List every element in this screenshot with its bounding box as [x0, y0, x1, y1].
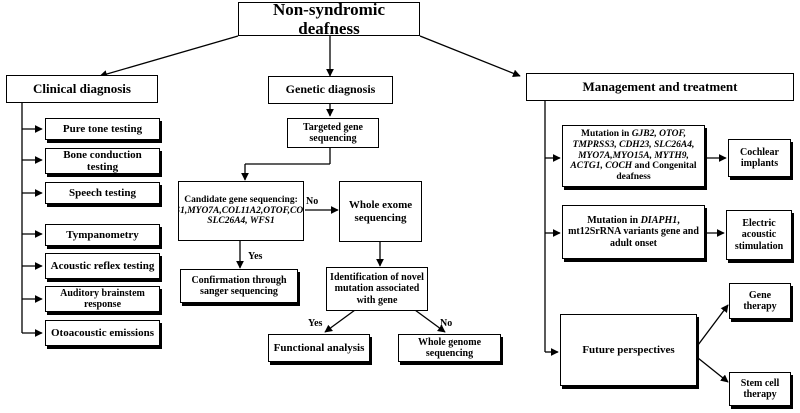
- test-otoacoustic: Otoacoustic emissions: [45, 320, 160, 346]
- mutation-group1-suffix: and Congenital deafness: [616, 161, 697, 182]
- cochlear-implants-box: Cochlear implants: [728, 139, 791, 177]
- genetic-diagnosis-box: Genetic diagnosis: [268, 76, 393, 104]
- cochlear-implants-label: Cochlear implants: [740, 146, 779, 169]
- functional-analysis-label: Functional analysis: [273, 341, 365, 354]
- stem-cell-therapy-box: Stem cell therapy: [729, 372, 791, 406]
- mutation-group2-box: Mutation in DIAPH1, mt12SrRNA variants g…: [562, 205, 705, 259]
- identification-novel-mutation-label: Identification of novel mutation associa…: [330, 272, 424, 306]
- mutation-group2-text: Mutation in DIAPH1, mt12SrRNA variants g…: [567, 215, 700, 249]
- test-auditory-brainstem: Auditory brainstem response: [45, 286, 160, 312]
- targeted-gene-sequencing-label: Targeted gene sequencing: [303, 121, 363, 144]
- test-pure-tone-label: Pure tone testing: [62, 122, 143, 135]
- whole-exome-label: Whole exome sequencing: [348, 199, 413, 224]
- candidate-gene-label: Candidate gene sequencing:: [184, 195, 298, 206]
- test-bone-conduction-label: Bone conduction testing: [63, 148, 142, 173]
- test-otoacoustic-label: Otoacoustic emissions: [51, 326, 154, 339]
- targeted-gene-sequencing-box: Targeted gene sequencing: [287, 118, 379, 148]
- yes-label-candidate: Yes: [248, 251, 263, 262]
- arrow-title-to-clinical: [99, 35, 239, 78]
- test-tympanometry-label: Tympanometry: [66, 228, 139, 241]
- test-speech: Speech testing: [45, 182, 160, 204]
- mutation-group1-genes: GJB2, OTOF, TMPRSS3, CDH23, SLC26A4, MYO…: [570, 129, 695, 172]
- test-acoustic-reflex-label: Acoustic reflex testing: [50, 259, 155, 272]
- candidate-gene-list: GJB2,WFS1,MYO7A,COL11A2,OTOF,COCH,TMC1, …: [179, 205, 304, 227]
- no-label-identification: No: [440, 318, 453, 329]
- management-treatment-box: Management and treatment: [526, 73, 794, 101]
- test-tympanometry: Tympanometry: [45, 224, 160, 246]
- identification-novel-mutation-box: Identification of novel mutation associa…: [326, 267, 428, 311]
- yes-label-identification: Yes: [308, 318, 323, 329]
- whole-exome-box: Whole exome sequencing: [339, 181, 422, 242]
- functional-analysis-box: Functional analysis: [268, 334, 370, 362]
- mutation-group2-suffix: , mt12SrRNA variants gene and adult onse…: [568, 215, 699, 249]
- confirmation-sanger-label: Confirmation through sanger sequencing: [191, 274, 287, 297]
- arrow-future-to-stem-cell: [697, 357, 729, 383]
- arrow-title-to-management: [419, 35, 521, 78]
- candidate-gene-box: Candidate gene sequencing: GJB2,WFS1,MYO…: [178, 181, 304, 241]
- electric-acoustic-box: Electric acoustic stimulation: [726, 210, 792, 260]
- arrow-identification-to-functional: [324, 309, 356, 333]
- no-label-candidate: No: [306, 196, 319, 207]
- gene-therapy-label: Gene therapy: [743, 289, 777, 312]
- clinical-diagnosis-box: Clinical diagnosis: [6, 75, 158, 103]
- electric-acoustic-label: Electric acoustic stimulation: [734, 218, 784, 252]
- test-bone-conduction: Bone conduction testing: [45, 148, 160, 174]
- mutation-group2-prefix: Mutation in: [587, 215, 641, 227]
- test-acoustic-reflex: Acoustic reflex testing: [45, 253, 160, 279]
- future-perspectives-label: Future perspectives: [582, 343, 675, 356]
- stem-cell-therapy-label: Stem cell therapy: [740, 377, 780, 400]
- whole-genome-label: Whole genome sequencing: [417, 336, 482, 359]
- test-pure-tone: Pure tone testing: [45, 118, 160, 140]
- mutation-group1-box: Mutation in GJB2, OTOF, TMPRSS3, CDH23, …: [562, 125, 705, 187]
- test-auditory-brainstem-label: Auditory brainstem response: [60, 287, 145, 310]
- whole-genome-box: Whole genome sequencing: [398, 334, 501, 362]
- clinical-diagnosis-label: Clinical diagnosis: [33, 80, 131, 96]
- title-text: Non-syndromic deafness: [272, 2, 386, 36]
- title-box: Non-syndromic deafness: [238, 2, 420, 36]
- genetic-diagnosis-label: Genetic diagnosis: [285, 82, 376, 97]
- confirmation-sanger-box: Confirmation through sanger sequencing: [180, 269, 298, 303]
- future-perspectives-box: Future perspectives: [560, 314, 697, 386]
- test-speech-label: Speech testing: [69, 186, 136, 199]
- gene-therapy-box: Gene therapy: [729, 283, 791, 319]
- arrow-future-to-gene-therapy: [697, 304, 729, 346]
- mutation-group1-prefix: Mutation in: [581, 129, 632, 140]
- mutation-group1-text: Mutation in GJB2, OTOF, TMPRSS3, CDH23, …: [566, 129, 701, 182]
- management-treatment-label: Management and treatment: [582, 78, 738, 94]
- mutation-group2-gene: DIAPH1: [640, 215, 678, 227]
- arrow-identification-to-genome: [414, 309, 446, 333]
